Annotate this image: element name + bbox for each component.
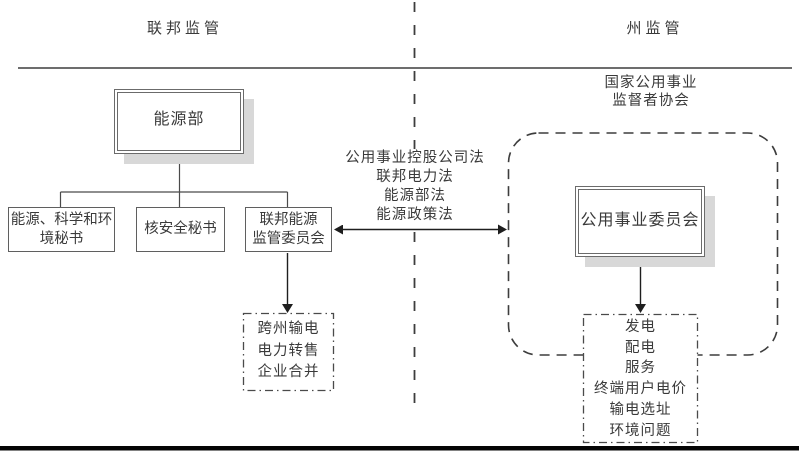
scope-item: 输电选址: [609, 401, 672, 418]
law-item: 联邦电力法: [376, 169, 454, 185]
puc-scope-box: [582, 313, 699, 444]
law-item: 公用事业控股公司法: [345, 150, 485, 166]
box-label-line: 境秘书: [39, 230, 84, 247]
box-label-line: 监管委员会: [252, 230, 325, 247]
utility-regulators-association-label: 国家公用事业 监督者协会: [595, 74, 707, 110]
org-connector: [59, 154, 289, 207]
law-item: 能源部法: [384, 188, 446, 204]
state-regulation-title: 州监管: [626, 21, 684, 37]
box-label-line: 能源、科学和环: [10, 211, 113, 228]
puc-down-arrow: [635, 258, 646, 313]
scope-item: 电力转售: [257, 342, 320, 359]
doe-box-inner: 能源部: [117, 92, 241, 151]
law-item: 能源政策法: [376, 207, 454, 223]
scope-item: 发电: [625, 319, 656, 335]
scope-item: 终端用户电价: [594, 381, 687, 398]
scope-item: 跨州输电: [257, 321, 320, 337]
association-line: 监督者协会: [612, 93, 690, 109]
ferc-box: 联邦能源 监管委员会: [245, 207, 332, 252]
box-label-line: 核安全秘书: [144, 221, 217, 237]
puc-box: 公用事业委员会: [575, 186, 705, 257]
puc-scope-list: 发电 配电 服务 终端用户电价 输电选址 环境问题: [583, 317, 698, 441]
laws-list: 公用事业控股公司法 联邦电力法 能源部法 能源政策法: [335, 149, 495, 225]
scope-item: 服务: [625, 360, 656, 377]
ferc-down-arrow: [282, 253, 293, 313]
energy-science-env-secretary-box: 能源、科学和环 境秘书: [8, 207, 115, 252]
doe-box: 能源部: [114, 89, 244, 154]
doe-label: 能源部: [153, 111, 205, 128]
federal-regulation-title: 联邦监管: [146, 21, 223, 37]
bottom-bar: [0, 446, 799, 451]
ferc-scope-box: [242, 312, 335, 392]
scope-item: 环境问题: [609, 422, 672, 439]
laws-double-arrow: [334, 224, 507, 235]
scope-item: 企业合并: [257, 364, 320, 380]
box-label-line: 联邦能源: [259, 211, 318, 228]
puc-label: 公用事业委员会: [580, 212, 700, 229]
scope-item: 配电: [625, 339, 656, 356]
nuclear-safety-secretary-box: 核安全秘书: [136, 207, 225, 252]
ferc-scope-list: 跨州输电 电力转售 企业合并: [243, 319, 334, 384]
association-line: 国家公用事业: [604, 75, 698, 91]
puc-box-inner: 公用事业委员会: [578, 189, 702, 254]
